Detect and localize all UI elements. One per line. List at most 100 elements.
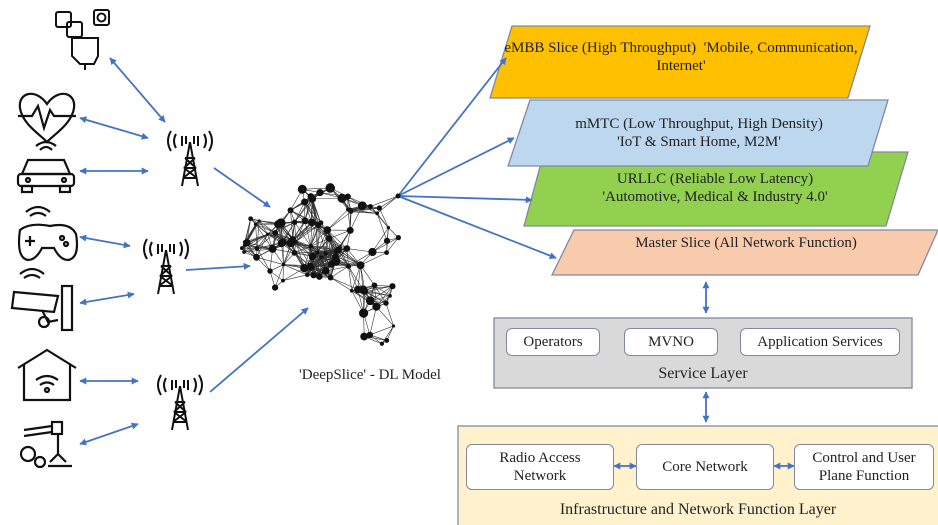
network-node — [301, 198, 309, 206]
network-edge — [330, 277, 352, 291]
network-node — [310, 272, 317, 279]
network-edge — [294, 201, 305, 223]
network-edge — [304, 198, 312, 221]
network-node — [242, 242, 247, 247]
network-edge — [256, 257, 284, 265]
network-edge — [330, 277, 359, 290]
network-node — [297, 184, 307, 194]
network-edge — [348, 251, 373, 267]
network-edge — [292, 222, 312, 240]
robotic-arm-icon — [19, 420, 72, 469]
network-node — [242, 240, 247, 244]
network-node — [375, 211, 380, 216]
network-node — [257, 219, 261, 223]
network-node — [274, 220, 283, 229]
network-edge — [274, 264, 284, 288]
network-edge — [290, 242, 305, 269]
network-node — [395, 193, 401, 199]
network-edge — [267, 221, 295, 235]
network-edge — [360, 265, 375, 286]
radio-access-network-box: Radio Access Network — [466, 444, 614, 490]
mmtc-slice-label: mMTC (Low Throughput, High Density) 'IoT… — [520, 115, 878, 152]
embb-slice-shape — [489, 25, 871, 99]
heart-rate-icon — [18, 92, 76, 144]
network-edge — [347, 209, 351, 231]
network-node — [357, 201, 367, 211]
network-edge — [250, 218, 279, 225]
network-node — [308, 252, 317, 261]
network-edge — [348, 266, 359, 290]
social-media-phone-icon — [55, 9, 110, 70]
network-edge — [369, 306, 377, 336]
urllc-slice-label: URLLC (Reliable Low Latency) 'Automotive… — [530, 170, 900, 207]
network-edge — [376, 213, 389, 228]
network-node — [289, 236, 296, 243]
urllc-slice-subtitle: 'Automotive, Medical & Industry 4.0' — [602, 189, 828, 206]
master-slice-shape — [550, 229, 938, 276]
network-node — [367, 203, 373, 210]
control-user-plane-box: Control and User Plane Function — [794, 444, 934, 490]
network-edge — [376, 213, 388, 241]
network-edge — [310, 246, 314, 276]
network-node — [287, 207, 294, 214]
network-edge — [351, 211, 378, 214]
network-edge — [337, 248, 361, 266]
network-edge — [360, 252, 387, 266]
network-edge — [325, 266, 349, 272]
mmtc-slice-subtitle: 'IoT & Smart Home, M2M' — [617, 134, 781, 151]
network-node — [379, 341, 385, 346]
network-edge — [376, 306, 394, 327]
network-node — [331, 256, 341, 266]
network-edge — [310, 225, 319, 247]
network-node — [266, 232, 270, 236]
network-node — [365, 296, 375, 306]
network-node — [281, 262, 286, 267]
network-node — [376, 205, 382, 211]
network-edge — [310, 198, 319, 226]
network-edge — [310, 229, 328, 247]
network-node — [372, 302, 381, 311]
network-edge — [364, 285, 393, 293]
network-node — [371, 282, 378, 289]
network-edge — [304, 267, 331, 278]
connected-car-icon — [16, 140, 76, 194]
network-edge — [318, 225, 327, 254]
network-node — [325, 235, 333, 242]
network-edge — [327, 229, 348, 249]
smart-home-icon — [17, 348, 77, 402]
tower-to-model-arrows — [185, 167, 309, 393]
network-edge — [327, 209, 349, 231]
network-edge — [357, 265, 361, 290]
network-node — [321, 267, 330, 275]
game-controller-icon — [17, 205, 79, 262]
mmtc-slice-title: mMTC (Low Throughput, High Density) — [575, 116, 823, 132]
network-node — [348, 209, 354, 214]
network-edge — [351, 207, 380, 213]
network-edge — [292, 220, 306, 240]
network-edge — [327, 211, 352, 231]
network-node — [346, 226, 354, 234]
network-node — [319, 255, 324, 260]
network-node — [316, 188, 324, 197]
network-node — [253, 253, 260, 261]
network-node — [239, 246, 244, 251]
network-node — [389, 283, 396, 290]
network-node — [253, 222, 258, 227]
network-edge — [282, 264, 284, 281]
network-node — [272, 230, 278, 236]
cell-tower-icon — [157, 374, 203, 431]
network-edge — [294, 245, 311, 254]
network-edge — [386, 237, 399, 253]
network-node — [337, 193, 347, 203]
network-node — [315, 250, 320, 255]
network-edge — [321, 229, 328, 258]
network-node — [343, 245, 351, 252]
network-edge — [310, 245, 337, 262]
network-edge — [290, 210, 294, 240]
network-node — [308, 218, 316, 227]
network-node — [242, 250, 247, 254]
network-node — [391, 324, 396, 328]
application-services-box: Application Services — [740, 328, 900, 356]
network-edge — [325, 230, 328, 254]
